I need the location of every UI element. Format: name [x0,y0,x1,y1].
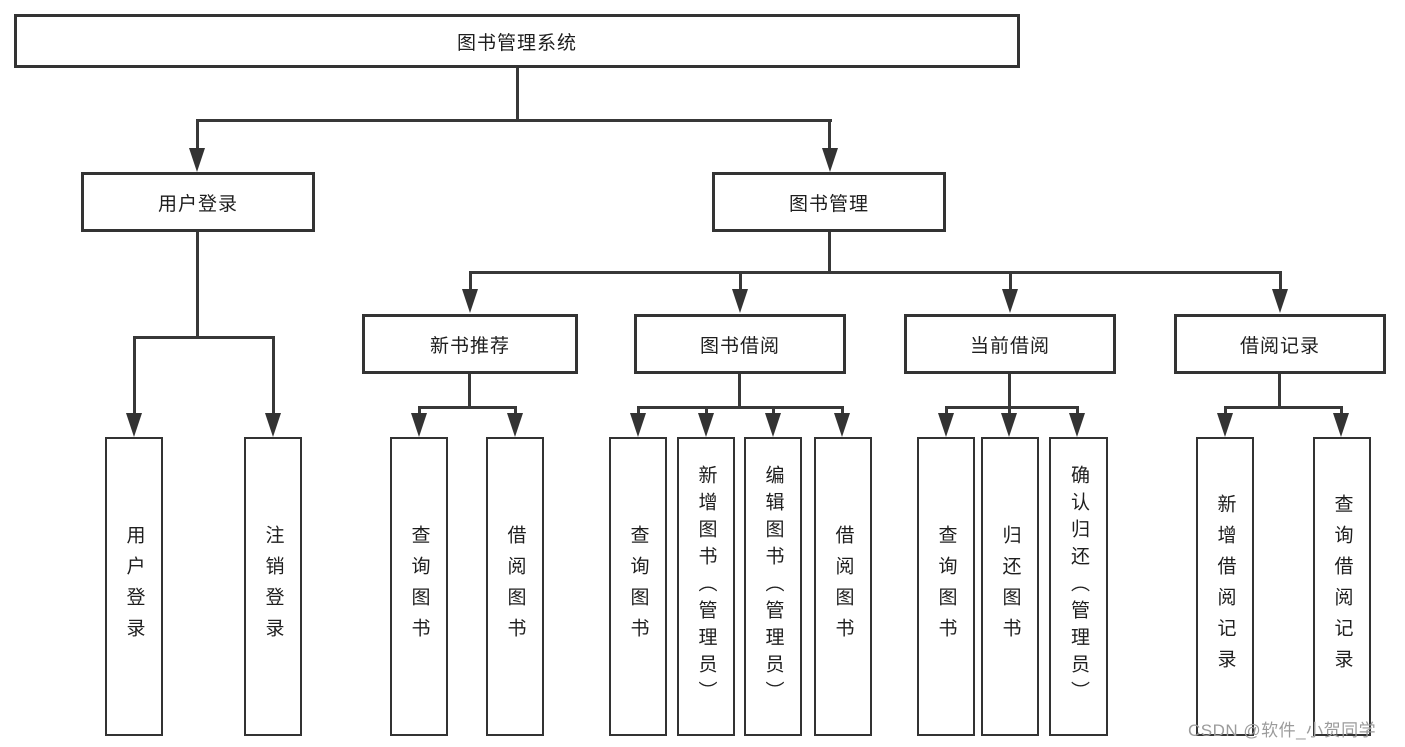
node-book-management: 图书管理 [712,172,946,232]
leaf-logout: 注销登录 [244,437,302,736]
leaf-query-borrow-record: 查询借阅记录 [1313,437,1371,736]
node-new-book-recommendation: 新书推荐 [362,314,578,374]
h-line [418,406,517,409]
arrow-down-icon [938,413,954,437]
h-line [133,336,275,339]
v-line [1008,406,1011,414]
v-line [272,336,275,414]
arrow-down-icon [411,413,427,437]
node-label: 图书借阅 [699,335,780,357]
v-line [738,374,741,408]
leaf-label: 查询图书 [408,524,430,649]
arrow-down-icon [834,413,850,437]
leaf-borrow-books-1: 借阅图书 [486,437,544,736]
node-borrowing-records: 借阅记录 [1174,314,1386,374]
arrow-down-icon [1333,413,1349,437]
arrow-down-icon [265,413,281,437]
node-label: 用户登录 [157,193,238,215]
v-line [705,406,708,414]
node-library-management-system: 图书管理系统 [14,14,1020,68]
node-label: 借阅记录 [1239,335,1320,357]
v-line [828,119,831,149]
v-line [1008,374,1011,408]
v-line [516,68,519,121]
v-line [739,271,742,290]
arrow-down-icon [698,413,714,437]
v-line [1279,271,1282,290]
leaf-label: 借阅图书 [832,524,854,649]
h-line [945,406,1079,409]
leaf-query-books-3: 查询图书 [917,437,975,736]
leaf-add-books-admin: 新增图书（管理员） [677,437,735,736]
csdn-watermark: CSDN @软件_小贺同学 [1188,721,1377,740]
arrow-down-icon [1217,413,1233,437]
arrow-down-icon [1069,413,1085,437]
node-label: 图书管理 [788,193,869,215]
leaf-label: 查询图书 [627,524,649,649]
v-line [1340,406,1343,414]
leaf-user-login: 用户登录 [105,437,163,736]
leaf-label: 编辑图书（管理员） [762,465,784,708]
leaf-label: 借阅图书 [504,524,526,649]
arrow-down-icon [507,413,523,437]
v-line [133,336,136,414]
arrow-down-icon [630,413,646,437]
node-label: 当前借阅 [969,335,1050,357]
leaf-edit-books-admin: 编辑图书（管理员） [744,437,802,736]
h-line [637,406,844,409]
arrow-down-icon [822,148,838,172]
arrow-down-icon [1002,289,1018,313]
v-line [1278,374,1281,408]
v-line [196,232,199,338]
v-line [514,406,517,414]
leaf-confirm-return-admin: 确认归还（管理员） [1049,437,1108,736]
arrow-down-icon [462,289,478,313]
h-line [469,271,1282,274]
arrow-down-icon [732,289,748,313]
v-line [772,406,775,414]
leaf-query-books-1: 查询图书 [390,437,448,736]
arrow-down-icon [765,413,781,437]
leaf-label: 新增图书（管理员） [695,465,717,708]
leaf-query-books-2: 查询图书 [609,437,667,736]
v-line [841,406,844,414]
arrow-down-icon [126,413,142,437]
node-label: 图书管理系统 [456,32,577,54]
v-line [196,119,199,149]
node-current-borrowing: 当前借阅 [904,314,1116,374]
node-book-borrowing: 图书借阅 [634,314,846,374]
arrow-down-icon [189,148,205,172]
leaf-add-borrow-record: 新增借阅记录 [1196,437,1254,736]
h-line [196,119,832,122]
leaf-label: 归还图书 [999,524,1021,649]
leaf-label: 查询图书 [935,524,957,649]
v-line [945,406,948,414]
node-user-login: 用户登录 [81,172,315,232]
v-line [468,374,471,408]
v-line [1224,406,1227,414]
leaf-label: 确认归还（管理员） [1068,465,1089,708]
leaf-label: 新增借阅记录 [1214,493,1236,680]
v-line [1076,406,1079,414]
v-line [469,271,472,290]
arrow-down-icon [1001,413,1017,437]
leaf-borrow-books-2: 借阅图书 [814,437,872,736]
node-label: 新书推荐 [429,335,510,357]
v-line [418,406,421,414]
leaf-label: 查询借阅记录 [1331,493,1353,680]
v-line [1009,271,1012,290]
arrow-down-icon [1272,289,1288,313]
leaf-label: 注销登录 [262,524,284,649]
leaf-return-books: 归还图书 [981,437,1039,736]
leaf-label: 用户登录 [123,524,145,649]
h-line [1224,406,1343,409]
v-line [828,232,831,273]
v-line [637,406,640,414]
